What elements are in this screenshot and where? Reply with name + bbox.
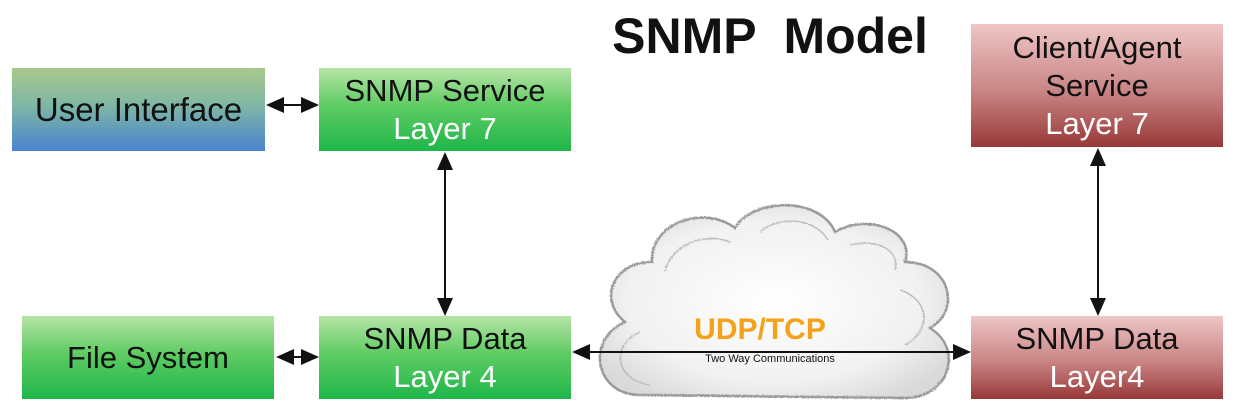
user-interface-box: User Interface — [12, 68, 265, 151]
snmp-data-right-box: SNMP Data Layer4 — [971, 316, 1223, 399]
snmp-service-box: SNMP Service Layer 7 — [319, 68, 571, 151]
cloud-shape — [598, 204, 950, 400]
snmp-data-left-box: SNMP Data Layer 4 — [319, 316, 571, 399]
snmp-service-label: SNMP Service — [344, 72, 546, 108]
snmp-data-right-layer: Layer4 — [1049, 358, 1145, 394]
protocol-subtitle: Two Way Communications — [705, 353, 835, 365]
diagram-title: SNMP Model — [612, 8, 928, 64]
snmp-data-left-layer: Layer 4 — [393, 358, 497, 394]
snmp-data-right-label: SNMP Data — [1015, 320, 1179, 356]
file-system-box: File System — [22, 316, 274, 399]
snmp-data-left-label: SNMP Data — [363, 320, 527, 356]
client-agent-service: Service — [1045, 67, 1149, 103]
file-system-label: File System — [67, 339, 229, 375]
protocol-label: UDP/TCP — [694, 313, 826, 346]
snmp-service-layer: Layer 7 — [393, 110, 497, 146]
client-agent-label: Client/Agent — [1012, 29, 1182, 65]
client-agent-layer: Layer 7 — [1045, 105, 1149, 141]
client-agent-box: Client/Agent Service Layer 7 — [971, 24, 1223, 147]
user-interface-label: User Interface — [34, 90, 243, 128]
